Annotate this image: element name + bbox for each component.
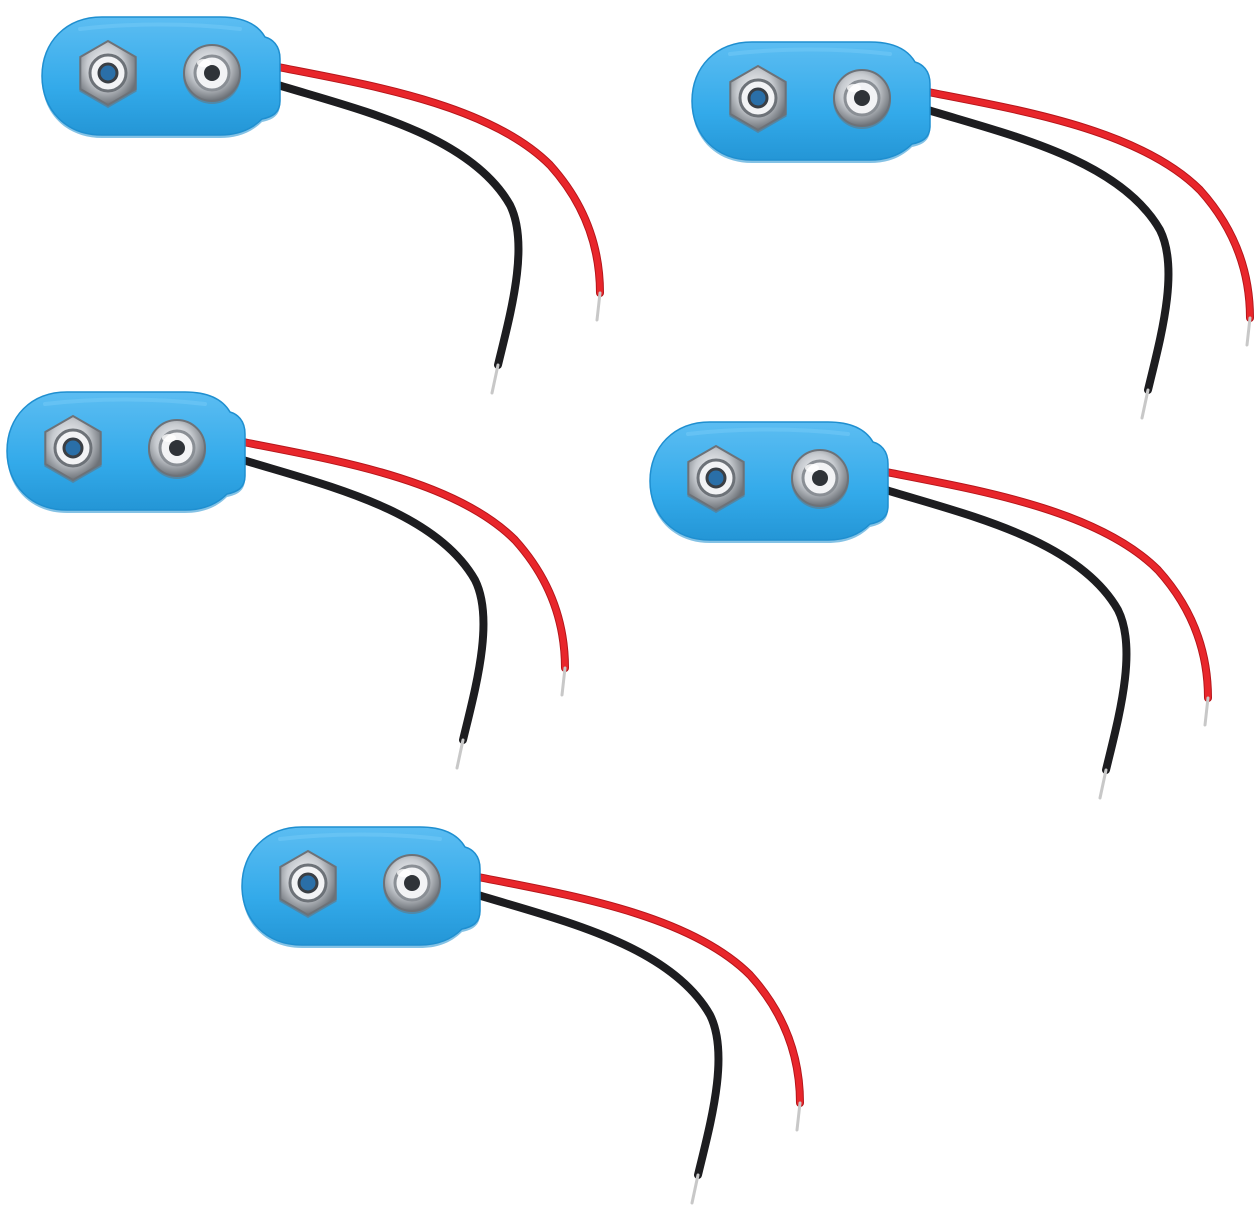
hex-terminal: [44, 414, 102, 483]
wire-pair: [274, 63, 604, 395]
round-terminal-glint: [847, 84, 861, 92]
hex-terminal-hole: [97, 62, 119, 84]
round-terminal: [183, 44, 241, 104]
red-wire-tip: [1203, 696, 1210, 727]
cap-body: [6, 391, 246, 511]
battery-snap-cap: [649, 421, 889, 543]
round-terminal-glint: [197, 59, 211, 67]
red-wire: [883, 469, 1211, 701]
connector-1: [41, 16, 604, 395]
red-wire-tip: [1245, 316, 1252, 347]
black-wire: [882, 486, 1131, 774]
round-terminal-hole: [204, 65, 220, 81]
battery-snap-cap: [241, 826, 481, 948]
connector-2: [691, 41, 1254, 420]
battery-snap-cap: [691, 41, 931, 163]
red-wire: [925, 89, 1253, 321]
hex-terminal-hole: [297, 872, 319, 894]
round-terminal-hole: [169, 440, 185, 456]
wire-pair: [924, 88, 1254, 420]
black-wire-tip: [490, 363, 500, 395]
round-terminal: [148, 419, 206, 479]
round-terminal-glint: [805, 464, 819, 472]
round-terminal-glint: [397, 869, 411, 877]
hex-terminal-hole: [705, 467, 727, 489]
wire-pair: [882, 468, 1212, 800]
cap-body: [649, 421, 889, 541]
hex-terminal-hole: [62, 437, 84, 459]
round-terminal-hole: [404, 875, 420, 891]
red-wire-tip: [795, 1101, 802, 1132]
red-wire: [275, 64, 603, 296]
cap-body: [41, 16, 281, 136]
hex-terminal: [279, 849, 337, 918]
round-terminal-hole: [854, 90, 870, 106]
hex-terminal-hole: [747, 87, 769, 109]
connector-3: [6, 391, 569, 770]
cap-body: [691, 41, 931, 161]
hex-terminal: [729, 64, 787, 133]
black-wire: [474, 891, 723, 1179]
black-wire: [274, 81, 523, 369]
black-wire: [239, 456, 488, 744]
round-terminal: [791, 449, 849, 509]
black-wire-tip: [455, 738, 465, 770]
cap-body: [241, 826, 481, 946]
black-wire-tip: [690, 1173, 700, 1205]
red-wire: [240, 439, 568, 671]
cap-highlight: [78, 22, 242, 31]
round-terminal: [383, 854, 441, 914]
cap-highlight: [278, 832, 442, 841]
black-wire-tip: [1098, 768, 1108, 800]
round-terminal-hole: [812, 470, 828, 486]
connector-4: [649, 421, 1212, 800]
black-wire: [924, 106, 1173, 394]
black-wire-tip: [1140, 388, 1150, 420]
hex-terminal: [687, 444, 745, 513]
round-terminal: [833, 69, 891, 129]
cap-highlight: [728, 47, 892, 56]
battery-snap-cap: [6, 391, 246, 513]
battery-snap-cap: [41, 16, 281, 138]
round-terminal-glint: [162, 434, 176, 442]
red-wire: [475, 874, 803, 1106]
wire-pair: [239, 438, 569, 770]
connector-5: [241, 826, 804, 1205]
wire-pair: [474, 873, 804, 1205]
cap-highlight: [43, 397, 207, 406]
connectors: [6, 16, 1254, 1205]
cap-highlight: [686, 427, 850, 436]
red-wire-tip: [560, 666, 567, 697]
red-wire-tip: [595, 291, 602, 322]
hex-terminal: [79, 39, 137, 108]
